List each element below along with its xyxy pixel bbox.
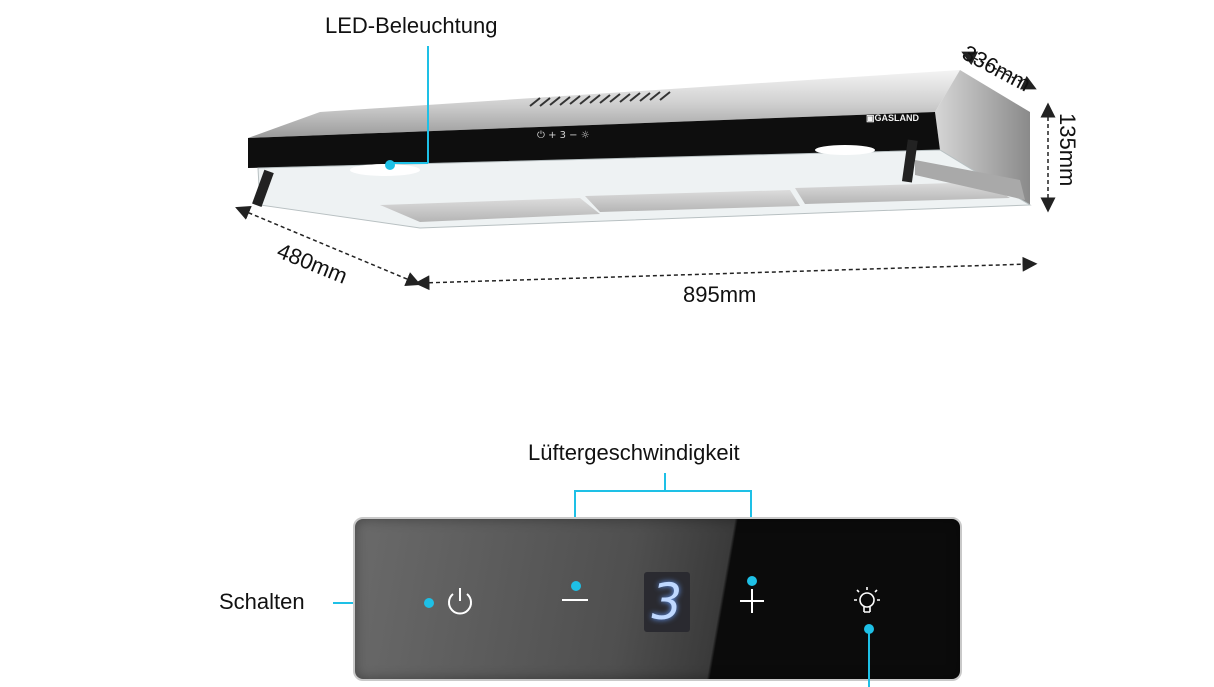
dimension-height: 135mm xyxy=(1055,113,1080,187)
control-panel: 3 xyxy=(353,517,962,681)
hood-side-panel xyxy=(935,70,1030,205)
fan-speed-label: Lüftergeschwindigkeit xyxy=(528,440,740,465)
fan-speed-bracket-bar xyxy=(574,490,752,492)
led-light-right xyxy=(815,145,875,155)
left-bracket xyxy=(252,169,274,207)
switch-marker xyxy=(424,598,434,608)
grease-filter-side xyxy=(915,160,1025,200)
power-icon[interactable] xyxy=(443,585,477,619)
light-marker xyxy=(864,624,874,634)
brand-logo: ▣GASLAND xyxy=(866,113,920,123)
dim-arrow-336 xyxy=(961,51,1037,90)
led-label: LED-Beleuchtung xyxy=(325,13,498,38)
dimension-width: 895mm xyxy=(683,282,757,307)
hood-control-icons: ⏻ + 3 − ☼ xyxy=(537,130,590,141)
right-bracket xyxy=(901,139,918,183)
dim-arrow-480 xyxy=(235,205,421,287)
fan-speed-bracket-stem xyxy=(664,473,666,491)
range-hood-illustration: ⏻ + 3 − ☼ ▣GASLAND xyxy=(235,46,1056,291)
minus-icon[interactable] xyxy=(562,599,588,601)
plus-marker xyxy=(747,576,757,586)
switch-label: Schalten xyxy=(219,589,305,614)
dim-arrow-895 xyxy=(414,256,1038,291)
speed-display: 3 xyxy=(644,572,690,632)
led-light-left xyxy=(350,164,420,176)
light-callout-line xyxy=(868,630,870,687)
light-bulb-icon[interactable] xyxy=(850,585,884,619)
hood-top-surface xyxy=(248,70,960,138)
speed-digit: 3 xyxy=(651,573,683,631)
grease-filter-3 xyxy=(795,182,1010,204)
hood-front-panel xyxy=(248,112,940,168)
vent-slots xyxy=(529,91,671,107)
grease-filter-1 xyxy=(380,198,600,222)
minus-marker xyxy=(571,581,581,591)
plus-icon[interactable] xyxy=(738,587,766,615)
grease-filter-2 xyxy=(585,190,800,212)
